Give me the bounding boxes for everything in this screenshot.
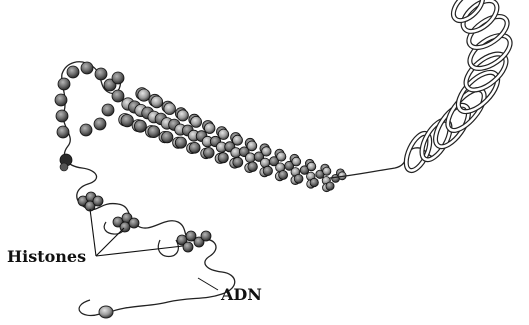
histone-cluster <box>113 213 139 232</box>
nucleosome-bead <box>247 141 257 151</box>
nucleosome-bead <box>148 126 160 138</box>
nucleosome-bead <box>277 152 286 161</box>
nucleosome-bead <box>323 167 331 175</box>
nucleosome-bead <box>263 166 272 175</box>
nucleosome-bead <box>134 120 146 132</box>
histone-bead <box>60 154 72 171</box>
nucleosome-bead <box>191 116 202 127</box>
nucleosome-bead <box>248 162 258 172</box>
nucleosome-bead <box>164 103 176 115</box>
histone-cluster <box>177 231 211 252</box>
nucleosome-bead <box>279 171 288 180</box>
nucleosome-bead <box>189 142 200 153</box>
nucleosome-bead <box>121 114 133 126</box>
nucleosome-bead <box>307 162 316 171</box>
nucleosome-bead <box>218 129 228 139</box>
bead-chain <box>55 62 124 138</box>
dna-loop <box>158 240 178 257</box>
histone-cluster <box>78 192 103 211</box>
nucleosome-bead <box>204 148 215 159</box>
nucleosome-bead <box>326 182 334 190</box>
nucleosome-bead <box>138 89 150 101</box>
nucleosome-bead <box>310 178 318 186</box>
nucleosome-bead <box>294 174 303 183</box>
dna-label: ADN <box>221 287 262 303</box>
solenoid-fiber <box>119 88 347 192</box>
nucleosome-bead <box>245 153 255 163</box>
nucleosome-bead <box>218 153 228 163</box>
histones-label: Histones <box>7 249 86 265</box>
nucleosome-bead <box>151 96 163 108</box>
dna-loop <box>79 300 100 315</box>
nucleosome-bead <box>162 132 173 143</box>
nucleosome-bead <box>175 137 186 148</box>
nucleosome-bead <box>262 147 271 156</box>
end-bead <box>99 306 113 318</box>
nucleosome-bead <box>177 110 188 121</box>
nucleosome-bead <box>204 123 215 134</box>
nucleosome-bead <box>233 135 243 145</box>
nucleosome-bead <box>233 157 243 167</box>
nucleosome-bead <box>292 157 301 166</box>
